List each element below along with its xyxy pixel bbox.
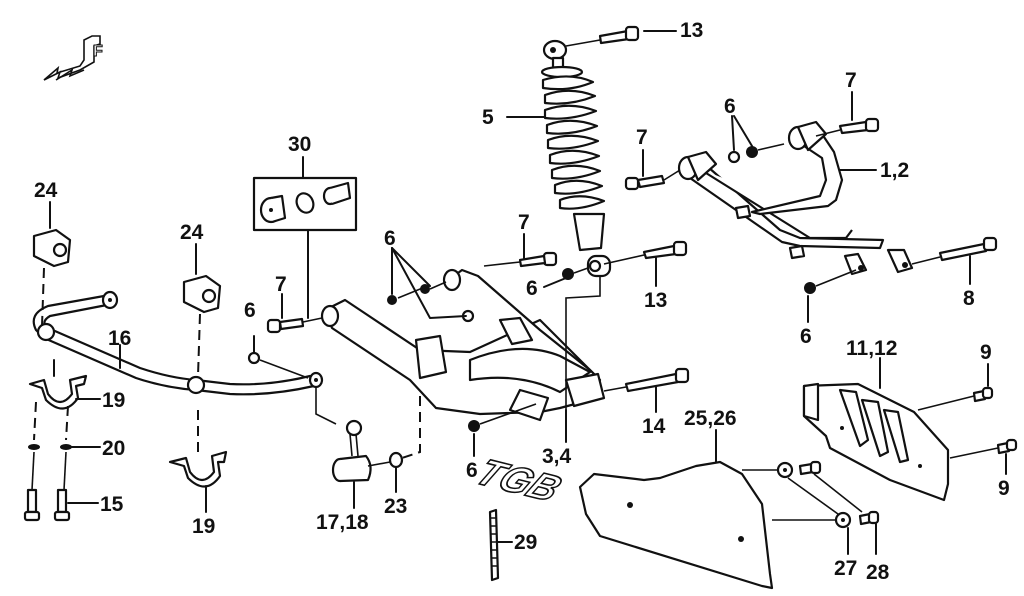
callout-7-lower-left: 7	[275, 273, 287, 296]
callout-11-12: 11,12	[846, 337, 898, 360]
lower-arm-hardware	[266, 233, 690, 457]
stabilizer-bushings	[32, 201, 222, 377]
callout-20: 20	[102, 437, 126, 460]
lower-a-arm	[320, 268, 606, 422]
callout-9-lower: 9	[998, 477, 1010, 500]
cable-tie	[488, 508, 513, 582]
shock-absorber	[540, 39, 612, 278]
callout-16: 16	[108, 327, 132, 350]
callout-27: 27	[834, 557, 858, 580]
callout-6-shock: 6	[526, 277, 538, 300]
callout-7-upper-left: 7	[636, 126, 648, 149]
callout-15: 15	[100, 493, 124, 516]
callout-23: 23	[384, 495, 408, 518]
callout-24-middle: 24	[180, 221, 204, 244]
a-arm-guard	[802, 357, 1018, 502]
callout-6-center: 6	[384, 227, 396, 250]
callout-24-left: 24	[34, 179, 58, 202]
callout-30: 30	[288, 133, 312, 156]
callout-1-2: 1,2	[880, 159, 910, 182]
callout-19-left: 19	[102, 389, 126, 412]
callout-7-center: 7	[518, 211, 530, 234]
callout-6-right: 6	[800, 325, 812, 348]
callout-13-lower: 13	[644, 289, 668, 312]
callout-6-left: 6	[244, 299, 256, 322]
callout-5: 5	[482, 106, 494, 129]
plate-hardware	[776, 460, 880, 555]
upper-a-arm	[677, 120, 914, 276]
callout-19-middle: 19	[192, 515, 216, 538]
stabilizer-link	[247, 335, 421, 509]
bushing-kit-box	[252, 156, 358, 319]
callout-7-upper-right: 7	[845, 69, 857, 92]
callout-9-upper: 9	[980, 341, 992, 364]
callout-6-upper: 6	[724, 95, 736, 118]
stabilizer-bar	[32, 290, 324, 396]
callout-28: 28	[866, 561, 890, 584]
tgb-guard-plate: TGB	[467, 429, 836, 590]
callout-6-bottom: 6	[466, 459, 478, 482]
callout-25-26: 25,26	[684, 407, 737, 430]
callout-8: 8	[963, 287, 975, 310]
callout-14: 14	[642, 415, 666, 438]
callout-13-upper: 13	[680, 19, 704, 42]
front-direction-arrow-icon: F	[43, 35, 104, 81]
callout-29: 29	[514, 531, 538, 554]
shock-upper-bolt	[565, 25, 677, 47]
callout-3-4: 3,4	[542, 445, 572, 468]
callout-17-18: 17,18	[316, 511, 369, 534]
front-marker-letter: F	[93, 43, 103, 60]
upper-arm-hardware	[624, 91, 998, 323]
stabilizer-brackets	[23, 344, 228, 522]
